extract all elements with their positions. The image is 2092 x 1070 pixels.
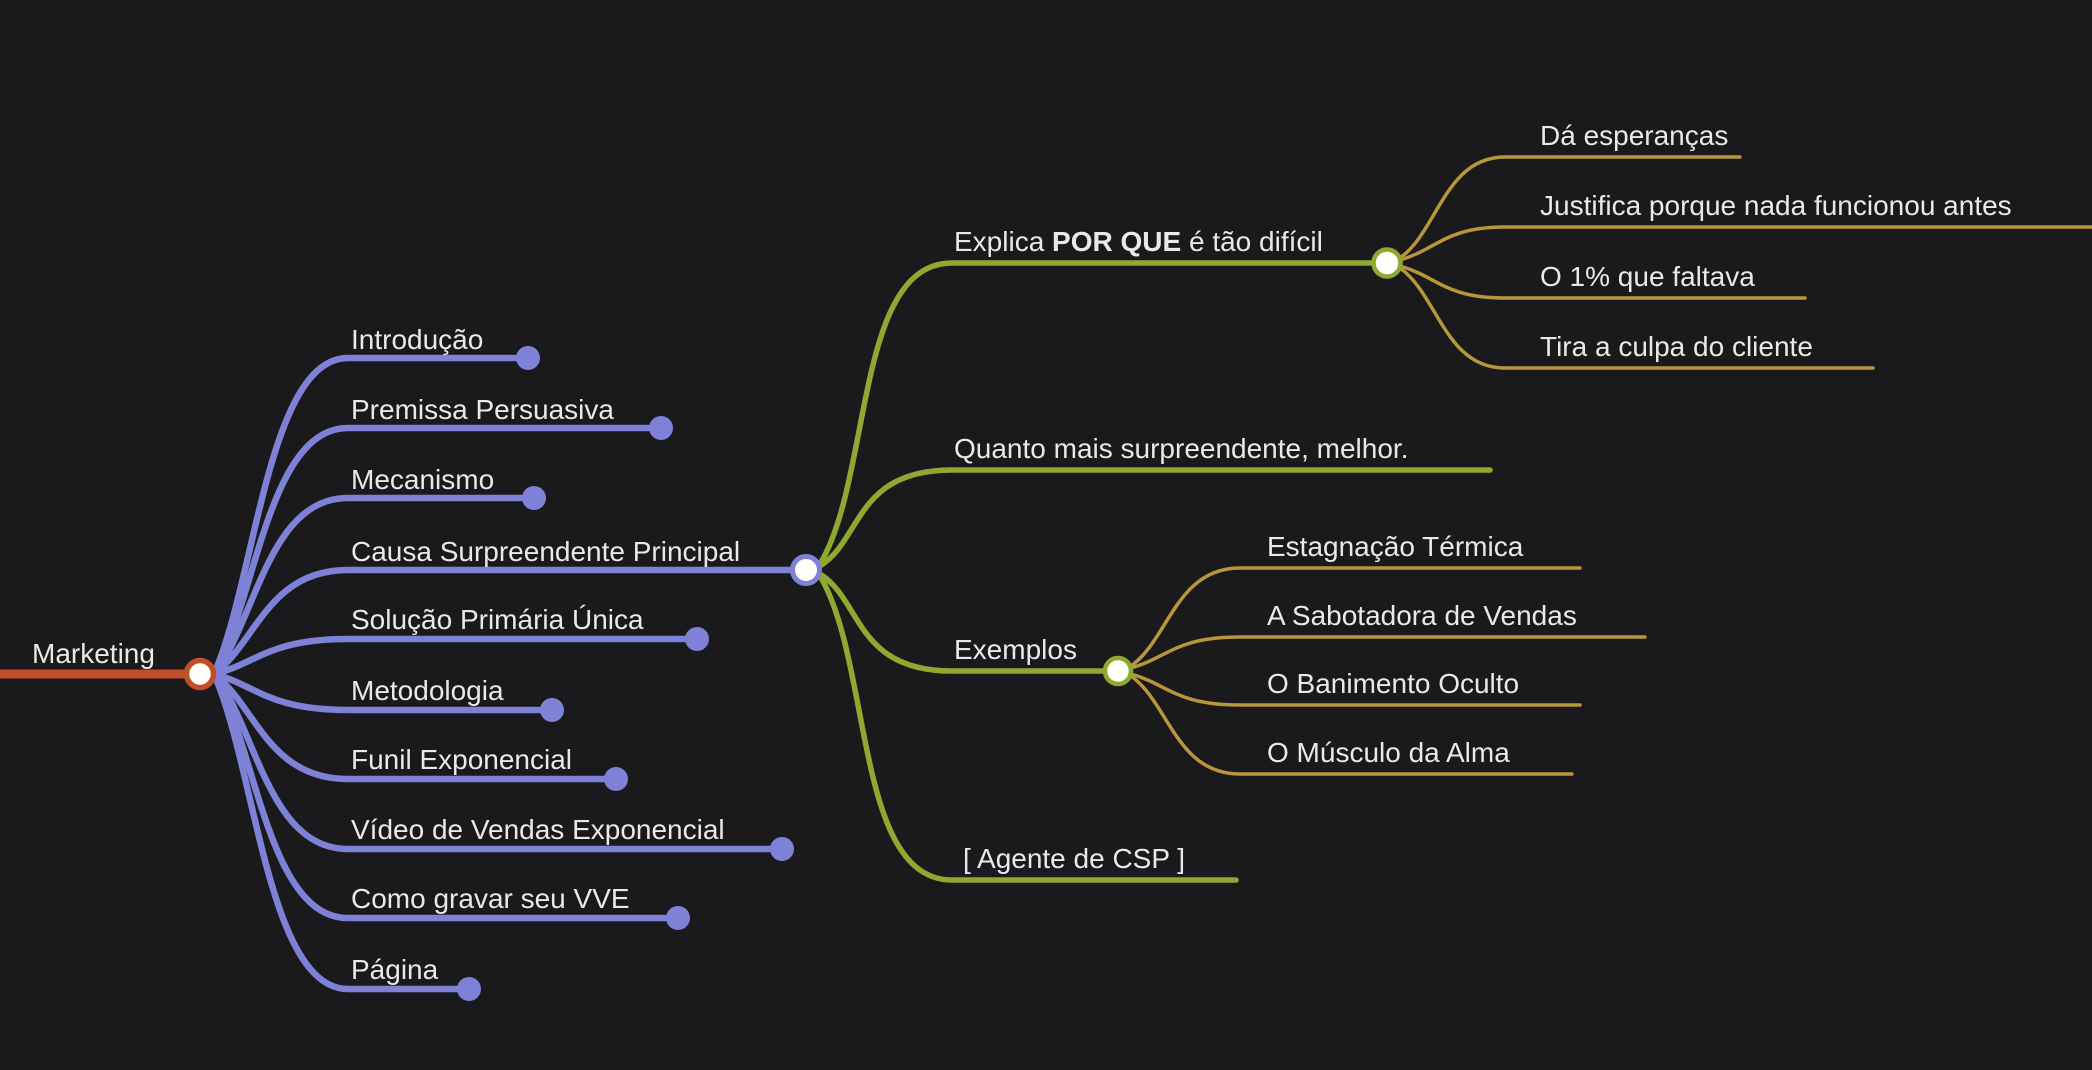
topic-como-gravar-seu-vve[interactable]: Como gravar seu VVE [351,883,630,914]
dot-video-de-vendas-exponencial [770,837,794,861]
topic-explica-bold: POR QUE [1052,226,1182,257]
topic-marketing[interactable]: Marketing [32,638,155,669]
topic-estagnacao-termica[interactable]: Estagnação Térmica [1267,531,1524,562]
node-toggle-explica-por-que[interactable] [1371,247,1403,279]
topic-explica-por-que[interactable]: Explica POR QUE é tão difícil [954,225,1323,259]
dot-funil-exponencial [604,767,628,791]
branch-agente-de-csp [817,573,1239,883]
branch-premissa-persuasiva [210,424,661,678]
branch-justifica-porque-nada-funcionou [1398,225,2092,262]
branch-quanto-mais-surpreendente [817,467,1493,569]
topic-agente-de-csp[interactable]: [ Agente de CSP ] [963,843,1186,874]
dot-premissa-persuasiva [649,416,673,440]
dot-pagina [457,977,481,1001]
branch-o-musculo-da-alma [1129,674,1574,776]
topic-da-esperancas[interactable]: Dá esperanças [1540,120,1729,151]
topic-o-banimento-oculto[interactable]: O Banimento Oculto [1267,668,1520,699]
branch-causa-surpreendente-principal [210,566,795,678]
topic-premissa-persuasiva[interactable]: Premissa Persuasiva [351,394,614,425]
branch-o-1-por-cento-que-faltava [1398,264,1807,300]
topic-funil-exponencial[interactable]: Funil Exponencial [351,744,573,775]
dot-mecanismo [522,486,546,510]
topic-pagina[interactable]: Página [351,954,439,985]
dot-introducao [516,346,540,370]
branch-estagnacao-termica [1129,566,1582,668]
branch-pagina [210,670,469,993]
branch-video-de-vendas-exponencial [210,670,782,853]
topic-a-sabotadora-de-vendas[interactable]: A Sabotadora de Vendas [1267,600,1577,631]
topic-solucao-primaria-unica[interactable]: Solução Primária Única [351,604,644,635]
branch-explica-por-que [817,260,1374,567]
topic-justifica-porque-nada-funcionou[interactable]: Justifica porque nada funcionou antes [1540,190,2012,221]
node-toggle-causa-surpreendente-principal[interactable] [790,554,822,586]
branch-tira-a-culpa-do-cliente [1398,266,1875,370]
topic-introducao[interactable]: Introdução [351,324,484,355]
topic-o-musculo-da-alma[interactable]: O Músculo da Alma [1267,737,1510,768]
topic-explica-prefix: Explica [954,226,1053,257]
branch-o-banimento-oculto [1129,672,1582,707]
dot-como-gravar-seu-vve [666,906,690,930]
topic-exemplos[interactable]: Exemplos [954,634,1077,665]
topic-causa-surpreendente-principal[interactable]: Causa Surpreendente Principal [351,536,741,567]
topic-quanto-mais-surpreendente[interactable]: Quanto mais surpreendente, melhor. [954,433,1409,464]
branch-introducao [210,354,528,678]
branch-metodologia [210,670,552,714]
topic-video-de-vendas-exponencial[interactable]: Vídeo de Vendas Exponencial [351,814,725,845]
branch-solucao-primaria-unica [210,635,697,678]
branch-da-esperancas [1398,155,1742,260]
branch-a-sabotadora-de-vendas [1129,635,1647,670]
topic-metodologia[interactable]: Metodologia [351,675,504,706]
dot-metodologia [540,698,564,722]
dot-solucao-primaria-unica [685,627,709,651]
node-toggle-marketing[interactable] [183,657,217,691]
topic-o-1-por-cento-que-faltava[interactable]: O 1% que faltava [1540,261,1755,292]
branch-mecanismo [210,494,534,678]
topic-tira-a-culpa-do-cliente[interactable]: Tira a culpa do cliente [1540,331,1813,362]
node-toggle-exemplos[interactable] [1102,655,1134,687]
branch-exemplos [817,571,1106,674]
branch-funil-exponencial [210,670,616,783]
topic-mecanismo[interactable]: Mecanismo [351,464,495,495]
topic-explica-suffix: é tão difícil [1181,226,1323,257]
